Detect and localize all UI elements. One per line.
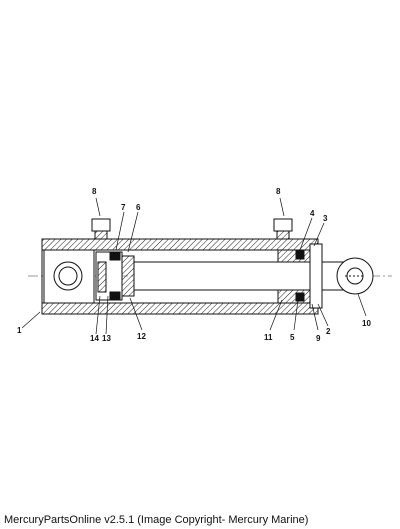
cylinder-barrel [41, 238, 319, 315]
callout-8-right: 8 [276, 187, 281, 196]
callout-9: 9 [316, 334, 321, 343]
callout-8-left: 8 [92, 187, 97, 196]
rod-eye [336, 257, 374, 295]
end-cap [43, 249, 95, 304]
callout-11: 11 [264, 333, 273, 342]
copyright-footer: MercuryPartsOnline v2.5.1 (Image Copyrig… [4, 514, 309, 526]
callout-4: 4 [310, 209, 315, 218]
piston-assembly [95, 251, 135, 301]
port-fitting-left [91, 218, 111, 240]
callout-6: 6 [136, 203, 141, 212]
callout-3: 3 [323, 214, 328, 223]
callout-10: 10 [362, 319, 371, 328]
callout-13: 13 [102, 334, 111, 343]
port-fitting-right [273, 218, 293, 240]
hydraulic-cylinder-exploded-diagram: 8 8 7 6 4 3 1 14 13 12 11 5 9 2 10 [17, 187, 392, 343]
callout-1: 1 [17, 326, 22, 335]
callout-14: 14 [90, 334, 99, 343]
callout-12: 12 [137, 332, 146, 341]
rod-gland [277, 243, 323, 309]
leader-lines [21, 197, 367, 335]
callout-2: 2 [326, 327, 331, 336]
callout-5: 5 [290, 333, 295, 342]
callout-7: 7 [121, 203, 126, 212]
